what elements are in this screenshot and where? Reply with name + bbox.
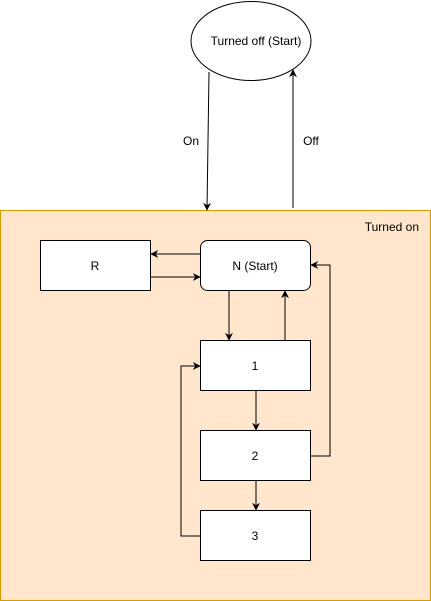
state-gear-3-label: 3: [252, 529, 259, 543]
state-turned-off-label: Turned off (Start): [211, 34, 302, 48]
state-n-label: N (Start): [232, 259, 277, 273]
state-gear-3: [200, 510, 311, 561]
on-transition-label: On: [183, 134, 199, 148]
arrow-3-to-1: [180, 362, 201, 537]
off-transition-label: Off: [303, 134, 319, 148]
state-r-label: R: [91, 259, 100, 273]
state-r: [40, 240, 151, 291]
state-gear-2-label: 2: [252, 449, 259, 463]
state-gear-1-label: 1: [252, 359, 259, 373]
turned-on-label: Turned on: [365, 220, 419, 234]
arrow-2-to-n: [310, 261, 331, 457]
state-gear-2: [200, 430, 311, 481]
state-turned-off: [190, 1, 312, 81]
state-gear-1: [200, 340, 311, 391]
on-transition-arrow: [203, 71, 212, 211]
